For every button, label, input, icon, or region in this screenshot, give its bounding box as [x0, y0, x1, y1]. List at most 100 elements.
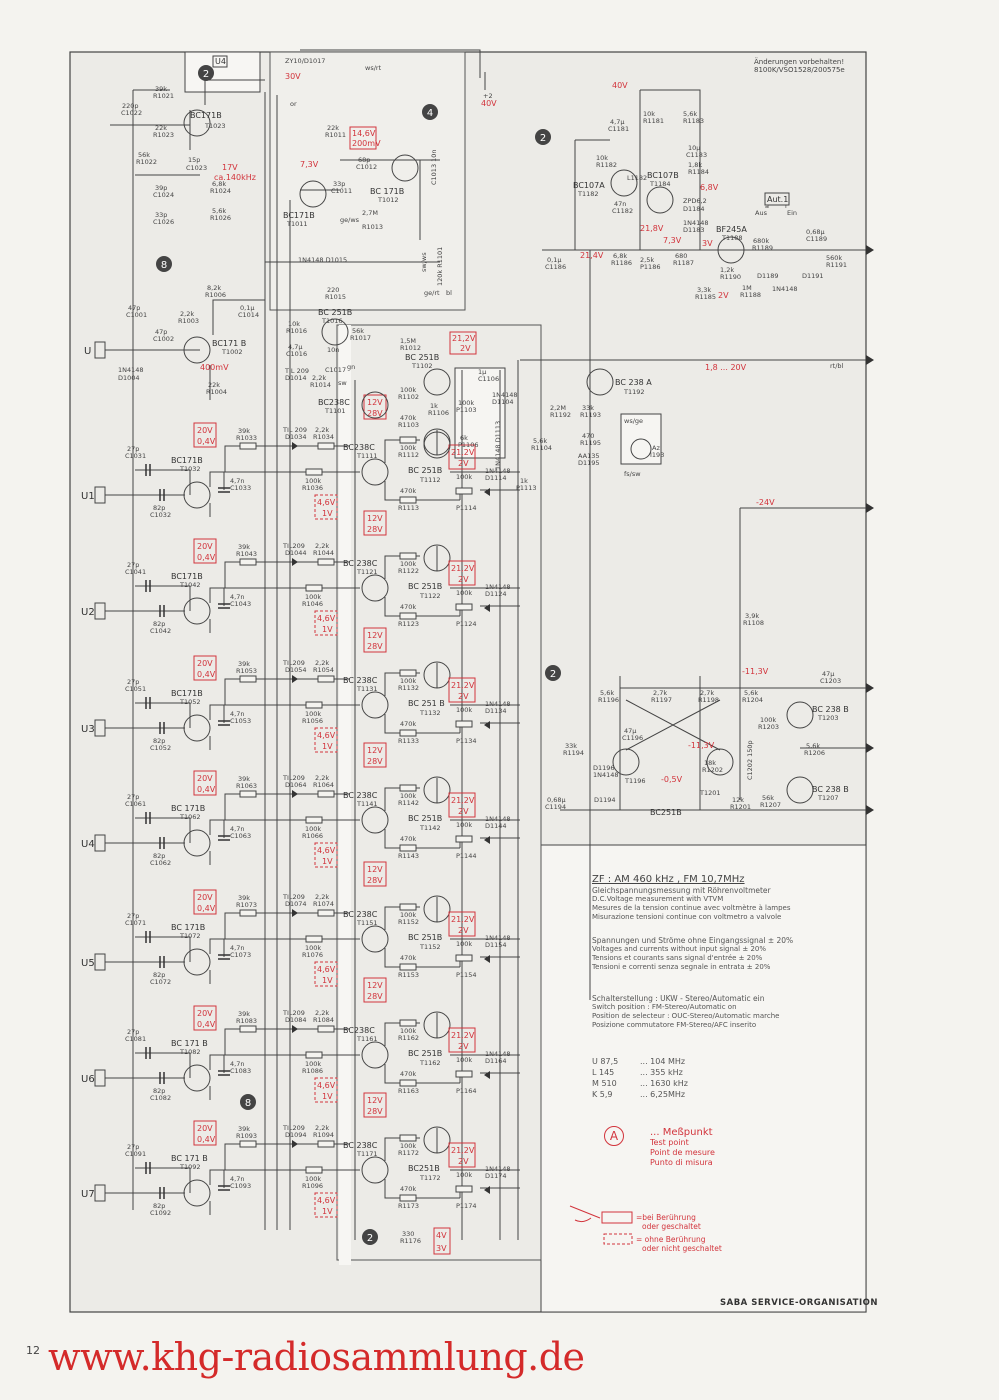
band-row: L 145... 355 kHz: [592, 1068, 683, 1077]
voltage-touched: 12V: [367, 514, 383, 523]
transistor-icon: [423, 661, 451, 689]
svg-text:R1017: R1017: [350, 334, 371, 342]
capacitor-ref: C1091: [125, 1150, 146, 1158]
potentiometer-icon[interactable]: [455, 1185, 473, 1193]
resistor-value: 100k: [400, 560, 416, 568]
resistor-ref: R1073: [236, 901, 257, 909]
svg-text:P1113: P1113: [516, 484, 536, 492]
resistor-ref: R1066: [302, 832, 323, 840]
transistor-ref: T1161: [356, 1035, 378, 1043]
resistor-ref: R1132: [398, 684, 419, 692]
potentiometer-icon[interactable]: [455, 1070, 473, 1078]
capacitor-ref: C1071: [125, 919, 146, 927]
led-ref: D1044: [285, 549, 307, 557]
voltage-untouched: 28V: [367, 757, 383, 766]
potentiometer-icon[interactable]: [455, 954, 473, 962]
voltage-untouched: 0,4V: [197, 553, 216, 562]
svg-text:P1186: P1186: [640, 263, 660, 271]
voltage-touched: 21,2V: [451, 681, 475, 690]
svg-text:2V: 2V: [718, 291, 729, 300]
svg-text:100k: 100k: [400, 386, 416, 394]
transistor-icon: [183, 829, 211, 857]
voltage-box: [193, 538, 217, 564]
resistor-icon: [399, 669, 417, 677]
transistor-t1207-icon: [786, 776, 814, 804]
meter-icon: [630, 438, 652, 460]
svg-text:10k: 10k: [643, 110, 655, 118]
transistor-type: BC 251B: [408, 933, 442, 942]
pot-ref: P1154: [456, 971, 476, 979]
svg-text:R1197: R1197: [651, 696, 672, 704]
voltage-box: [314, 727, 338, 753]
dc-note: D.C.Voltage measurement with VTVM: [592, 895, 724, 903]
capacitor-ref: C1093: [230, 1182, 251, 1190]
svg-text:C1186: C1186: [545, 263, 566, 271]
capacitor-ref: C1082: [150, 1094, 171, 1102]
resistor-value: 39k: [238, 1010, 250, 1018]
potentiometer-icon[interactable]: [455, 835, 473, 843]
voltage-untouched: 0,4V: [197, 670, 216, 679]
capacitor-ref: C1032: [150, 511, 171, 519]
voltage-untouched: 0,4V: [197, 1135, 216, 1144]
capacitor-value: 82p: [153, 1087, 165, 1095]
transistor-type: BC 251B: [408, 466, 442, 475]
resistor-value: 470k: [400, 835, 416, 843]
svg-text:R1206: R1206: [804, 749, 825, 757]
transistor-icon: [183, 948, 211, 976]
transistor-ref: T1092: [179, 1163, 201, 1171]
svg-text:D1014: D1014: [285, 374, 307, 382]
capacitor-ref: C1073: [230, 951, 251, 959]
svg-text:U4: U4: [215, 57, 226, 66]
svg-text:68p: 68p: [358, 156, 370, 164]
voltage-touched: 20V: [197, 893, 213, 902]
svg-text:680k: 680k: [753, 237, 769, 245]
resistor-icon: [305, 584, 323, 592]
svg-text:7,3V: 7,3V: [300, 160, 319, 169]
svg-text:400mV: 400mV: [200, 363, 229, 372]
svg-text:R1191: R1191: [826, 261, 847, 269]
resistor-value: 100k: [400, 1027, 416, 1035]
transistor-t1002-icon: [183, 336, 211, 364]
svg-text:BC171B: BC171B: [190, 111, 222, 120]
voltage-untouched: 2V: [458, 1157, 469, 1166]
voltage-box: [448, 444, 476, 470]
svg-text:T1192: T1192: [623, 388, 645, 396]
svg-text:R1003: R1003: [178, 317, 199, 325]
voltage-box: [363, 1092, 387, 1118]
resistor-value: 100k: [400, 444, 416, 452]
voltage-touched: 20V: [197, 426, 213, 435]
resistor-ref: R1103: [398, 421, 419, 429]
led-ref: D1064: [285, 781, 307, 789]
svg-text:T1012: T1012: [377, 196, 399, 204]
pot-ref: P1144: [456, 852, 476, 860]
transistor-type: BC 251 B: [408, 699, 445, 708]
transistor-type: BC 238C: [343, 1141, 378, 1150]
svg-text:R1194: R1194: [563, 749, 584, 757]
svg-text:1M: 1M: [742, 284, 752, 292]
capacitor-value: 82p: [153, 1202, 165, 1210]
svg-text:R1022: R1022: [136, 158, 157, 166]
if-title: ZF : AM 460 kHz , FM 10,7MHz: [592, 874, 745, 885]
potentiometer-icon[interactable]: [455, 487, 473, 495]
svg-text:r: r: [785, 202, 788, 210]
svg-text:R1203: R1203: [758, 723, 779, 731]
capacitor-ref: C1031: [125, 452, 146, 460]
potentiometer-icon[interactable]: [455, 603, 473, 611]
transistor-t1184-icon: [646, 186, 674, 214]
diode-ref: D1174: [485, 1172, 507, 1180]
transistor-icon: [361, 925, 389, 953]
voltage-touched: 4,6V: [317, 1081, 336, 1090]
capacitor-value: 27p: [127, 912, 139, 920]
voltage-box: [363, 394, 387, 420]
resistor-value: 2,2k: [315, 426, 329, 434]
resistor-ref: R1143: [398, 852, 419, 860]
svg-text:C1024: C1024: [153, 191, 174, 199]
svg-text:a: a: [765, 202, 769, 210]
svg-text:R1182: R1182: [596, 161, 617, 169]
potentiometer-icon[interactable]: [455, 720, 473, 728]
resistor-ref: R1172: [398, 1149, 419, 1157]
svg-text:1N4148 D1015: 1N4148 D1015: [298, 256, 347, 264]
